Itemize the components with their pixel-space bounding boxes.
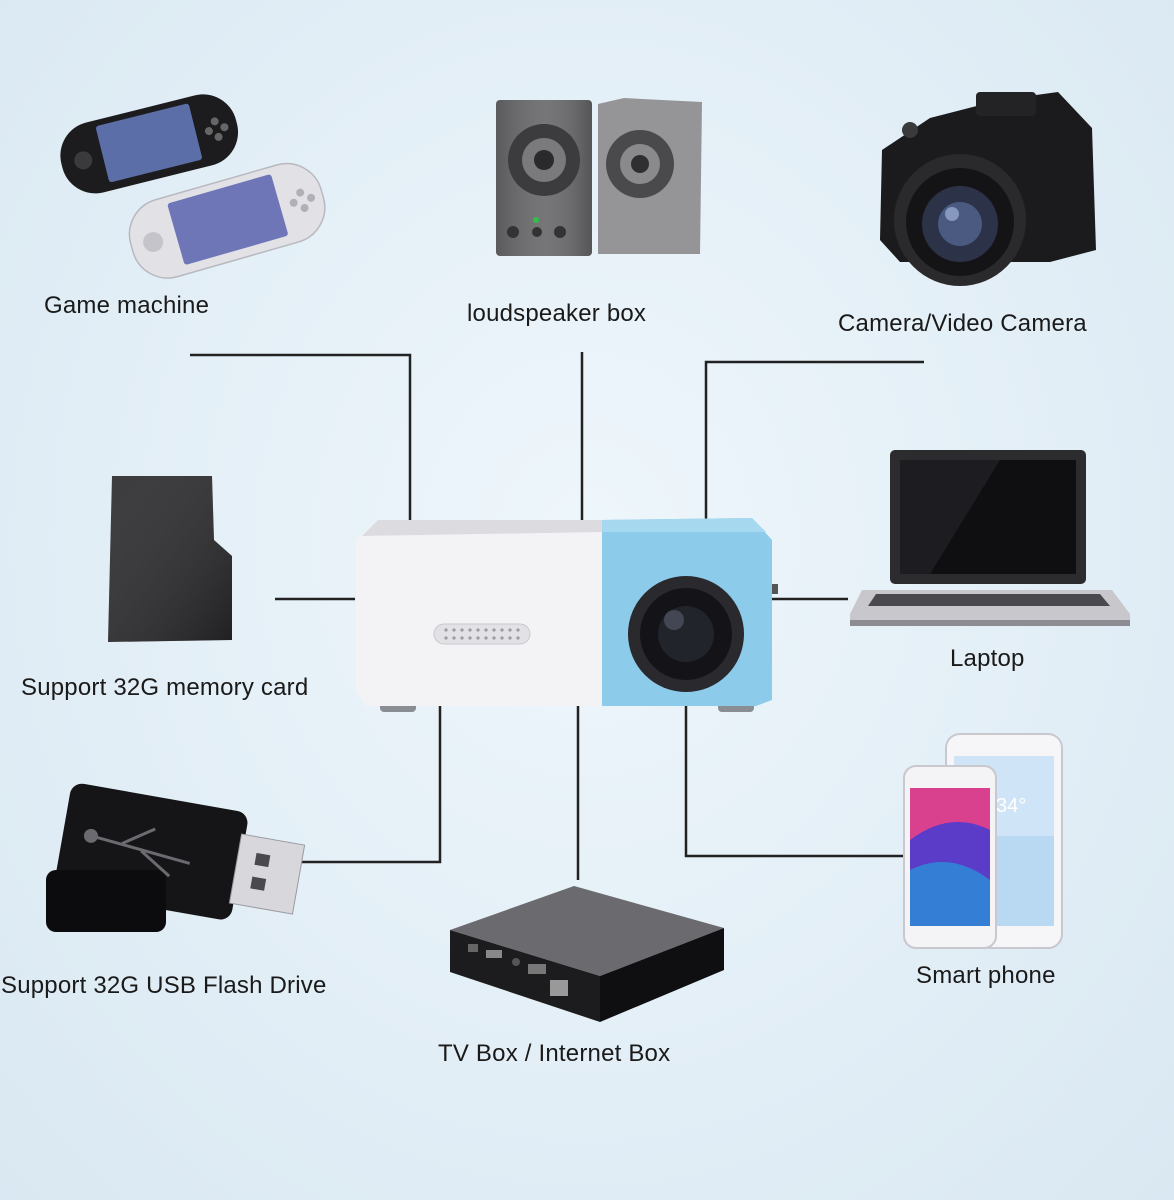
label-camera: Camera/Video Camera <box>838 310 1087 337</box>
wire-game-machine <box>190 353 412 520</box>
label-tv-box: TV Box / Internet Box <box>438 1040 671 1067</box>
wire-phone <box>684 706 906 858</box>
label-laptop: Laptop <box>950 645 1025 672</box>
label-usb-drive: Support 32G USB Flash Drive <box>1 972 327 999</box>
label-game-machine: Game machine <box>44 292 210 319</box>
label-loudspeaker-box: loudspeaker box <box>467 300 647 327</box>
wire-camera <box>704 360 924 520</box>
label-memory-card: Support 32G memory card <box>21 674 309 701</box>
phone-temperature-text: 34° <box>996 795 1026 817</box>
label-smart-phone: Smart phone <box>916 962 1056 989</box>
wire-usb <box>290 706 442 864</box>
